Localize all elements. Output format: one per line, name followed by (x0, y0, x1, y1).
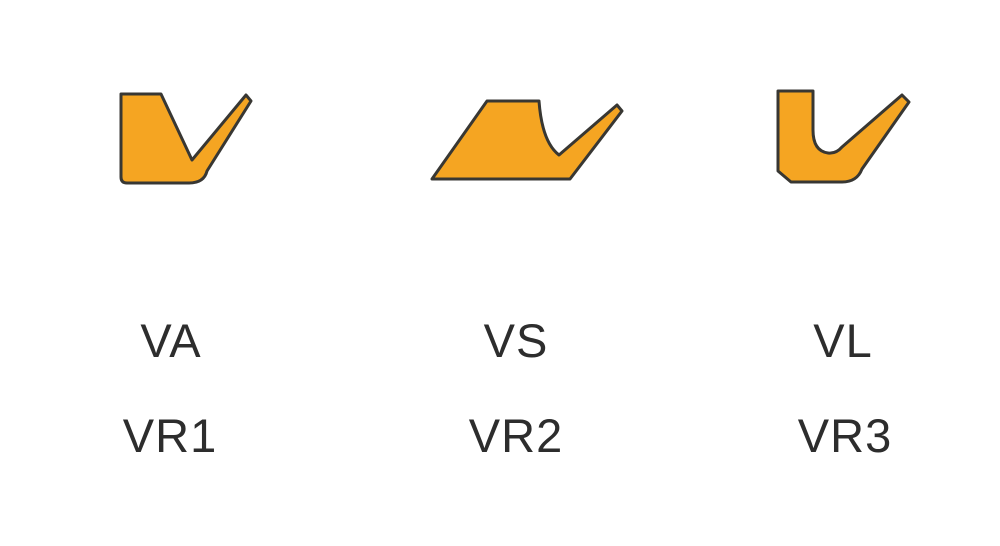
series-label-vr2: VR2 (468, 409, 564, 462)
vl-seal-profile-icon (776, 89, 911, 184)
type-label-vs: VS (483, 314, 549, 367)
series-label-vr1: VR1 (122, 409, 218, 462)
vs-seal-profile-icon (430, 99, 624, 181)
type-label-vl: VL (813, 314, 873, 367)
type-label-va: VA (140, 314, 202, 367)
va-seal-profile-icon (119, 92, 253, 185)
series-label-vr3: VR3 (797, 409, 893, 462)
